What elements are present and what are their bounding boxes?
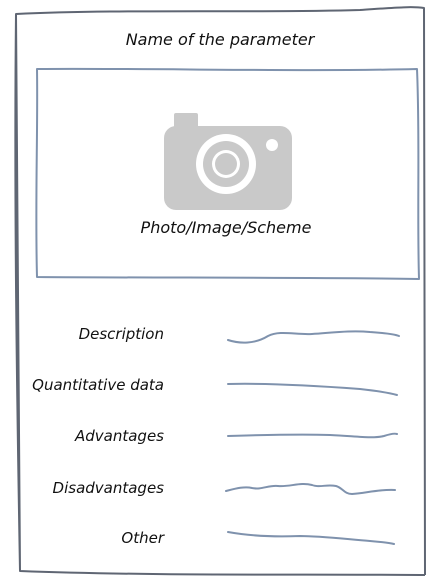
disadvantages-label: Disadvantages — [52, 479, 164, 497]
card-title: Name of the parameter — [125, 30, 315, 49]
camera-icon — [164, 113, 292, 210]
quantitative-data-line — [227, 382, 398, 396]
card-border — [14, 6, 426, 576]
other-line — [227, 531, 395, 545]
photo-frame — [35, 67, 420, 280]
other-label: Other — [121, 529, 164, 547]
advantages-line — [227, 432, 398, 439]
photo-caption: Photo/Image/Scheme — [140, 218, 312, 237]
description-label: Description — [78, 325, 164, 343]
disadvantages-line — [225, 483, 396, 496]
description-line — [227, 330, 400, 344]
advantages-label: Advantages — [75, 427, 164, 445]
quantitative-data-label: Quantitative data — [32, 376, 164, 394]
